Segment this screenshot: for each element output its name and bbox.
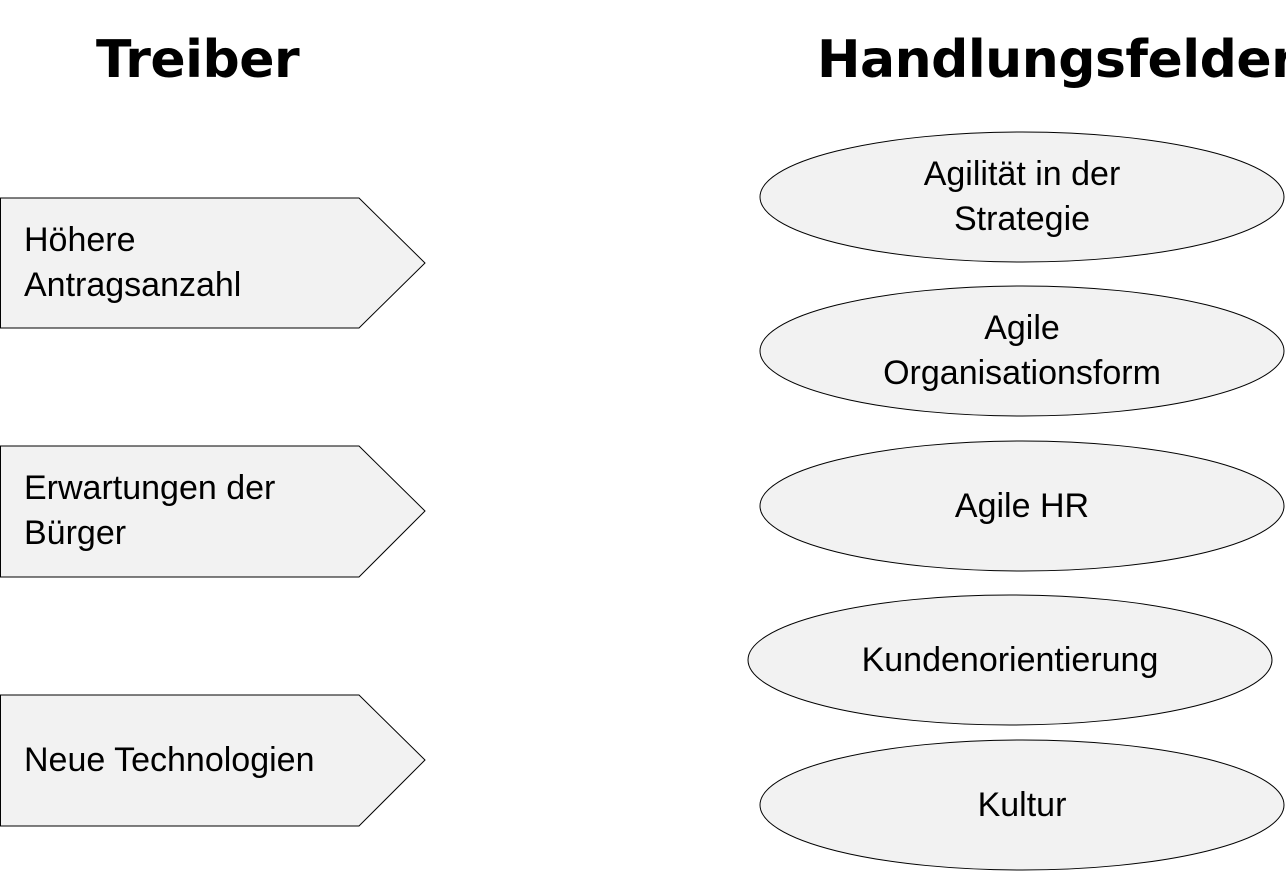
- field-label-customer-orientation: Kundenorientierung: [861, 640, 1159, 679]
- field-shape-3: [759, 440, 1285, 572]
- field-shape-5: [759, 739, 1285, 871]
- driver-shape-1: [0, 197, 426, 329]
- action-fields-heading: Handlungsfelder: [817, 30, 1286, 90]
- field-label-culture: Kultur: [977, 785, 1067, 824]
- field-label-agile-hr: Agile HR: [954, 486, 1090, 525]
- driver-label-higher-applications: Höhere Antragsanzahl: [24, 221, 242, 304]
- driver-shape-3: [0, 694, 426, 827]
- drivers-heading: Treiber: [96, 30, 300, 90]
- driver-shape-2: [0, 445, 426, 578]
- field-shape-4: [747, 594, 1273, 726]
- field-label-agile-strategy: Agilität in der Strategie: [923, 155, 1121, 238]
- field-shape-1: [759, 131, 1285, 263]
- field-shape-2: [759, 285, 1285, 417]
- driver-label-citizen-expectations: Erwartungen der Bürger: [24, 469, 276, 552]
- driver-label-new-technologies: Neue Technologien: [24, 740, 315, 779]
- field-label-agile-organisation: Agile Organisationsform: [883, 309, 1161, 392]
